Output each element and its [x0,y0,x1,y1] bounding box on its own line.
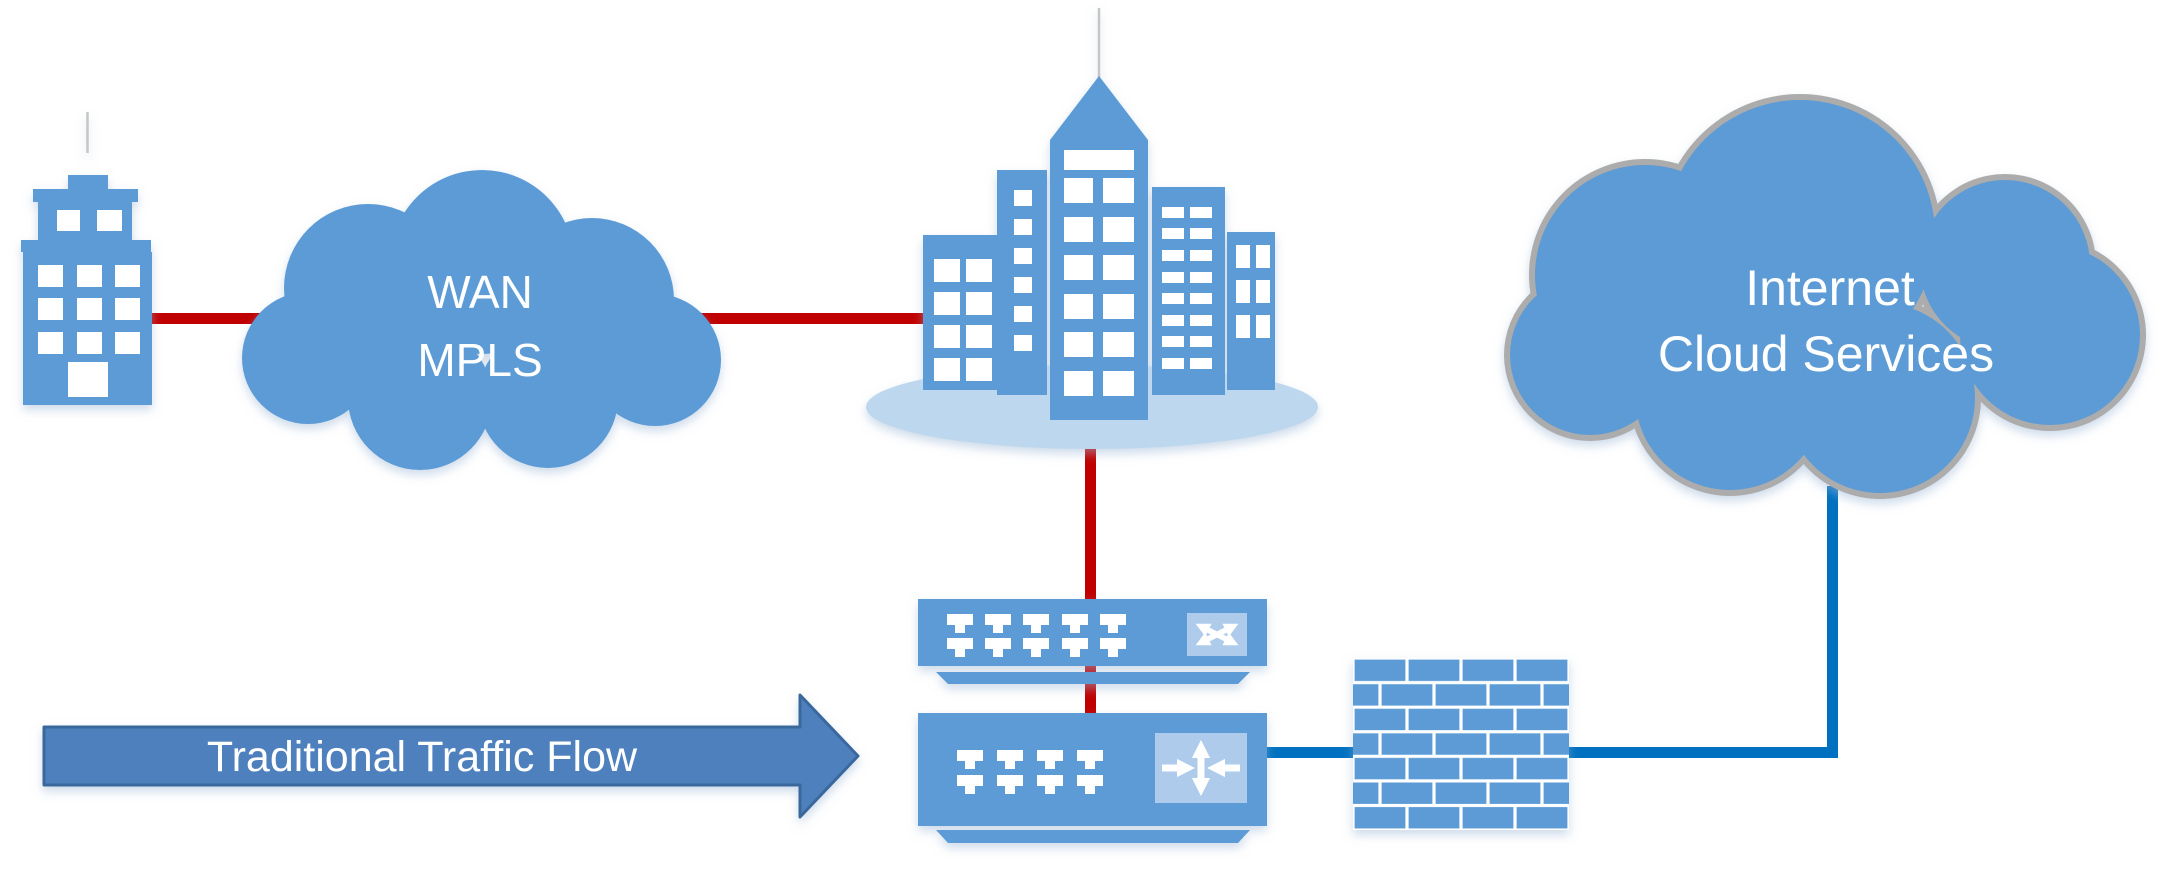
link-firewall-to-corner [1566,747,1838,758]
switch-crossed-arrows-icon [1195,623,1239,646]
internet-cloud-label-line2: Cloud Services [1658,326,1994,382]
branch-building-windows [38,210,140,397]
branch-building-door [68,362,108,397]
internet-cloud-icon: Internet Cloud Services [1504,94,2146,499]
link-campus-to-router [1085,444,1096,718]
wan-cloud-label-line1: WAN [427,266,533,318]
branch-office-building-icon [21,112,152,405]
link-corner-to-cloud [1827,486,1838,758]
campus-windows [934,150,1270,396]
flow-arrow-shape [42,693,860,819]
router-device-icon [918,713,1267,843]
link-router-to-firewall [1265,747,1355,758]
firewall-icon [1353,658,1569,830]
internet-cloud-label-line1: Internet [1745,260,1915,316]
router-base [936,830,1250,843]
switch-base [936,672,1250,684]
campus-buildings-icon [866,8,1318,449]
traffic-flow-arrow: Traditional Traffic Flow [42,693,860,819]
wan-cloud-label-line2: MPLS [417,334,542,386]
wan-mpls-cloud-icon: WAN MPLS [242,170,721,470]
firewall-wall [1353,658,1569,830]
lan-switch-icon [918,599,1267,684]
router-arrows-icon [1162,739,1240,797]
flow-arrow-label: Traditional Traffic Flow [207,733,638,781]
internet-links [1265,486,1838,758]
